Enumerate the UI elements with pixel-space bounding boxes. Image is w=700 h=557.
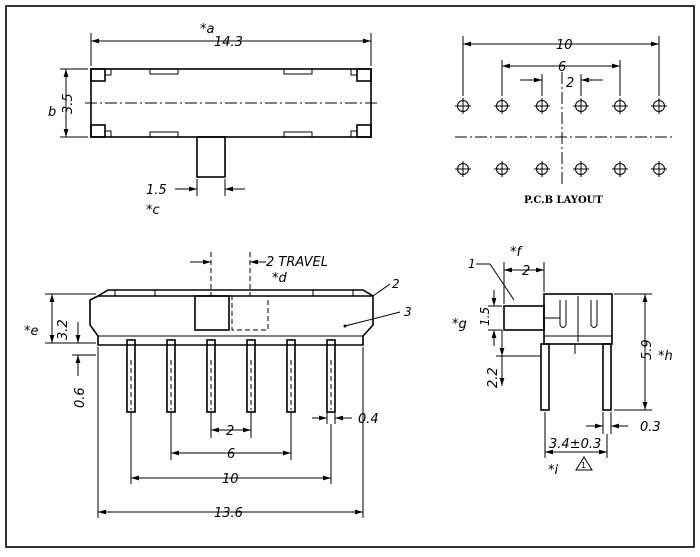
dim-d-label: *d [272,271,288,286]
pcb-pad-row-bottom [455,161,667,177]
dim-06-value: 0.6 [73,387,88,408]
dim-e-label: *e [24,324,39,339]
dim-g-label: *g [452,317,467,332]
svg-text:1: 1 [581,461,586,470]
top-view: *a 14.3 b 3.5 1.5 *c [48,22,380,218]
dim-f-value: 2 [522,264,530,279]
overall-13-6: 13.6 [214,506,243,521]
dim-g-value: 1.5 [478,307,492,326]
front-pitch-2: 2 [226,424,234,439]
pcb-pitch-outer: 10 [556,38,573,53]
side-view: 1 *f 2 1.5 *g 2.2 5.9 *h 0.3 [452,245,673,478]
callout-2: 2 [392,277,400,291]
drawing-border [5,5,695,548]
dim-f-label: *f [510,245,524,260]
front-view: 2 TRAVEL *d 2 3 *e 3.2 [24,252,412,521]
front-pitch-10: 10 [222,472,239,487]
pin-width: 0.4 [358,412,379,427]
dim-h-value: 5.9 [640,339,655,360]
dim-i-value: 3.4±0.3 [549,437,601,452]
dim-a-label: *a [200,22,215,37]
dim-22-value: 2.2 [486,367,501,388]
pcb-layout-caption: P.C.B LAYOUT [524,195,603,206]
side-view-actuator [503,305,545,331]
warning-triangle-icon: 1 [575,456,593,471]
travel-label: 2 TRAVEL [266,255,328,270]
pcb-pad-row-top [455,98,667,114]
dim-h-label: *h [658,349,673,364]
pcb-pitch-mid: 6 [558,60,566,75]
front-view-actuator [194,295,230,331]
pcb-layout: 10 6 2 P.C.B LAYOUT [455,36,672,206]
dim-b-label: b [48,105,56,120]
dim-e-value: 3.2 [56,319,71,340]
dim-a-value: 14.3 [214,35,243,50]
front-view-pins [126,339,336,413]
dim-c-label: *c [146,203,160,218]
top-view-actuator [196,136,226,178]
dim-i-label: *i [548,463,559,478]
dim-b-value: 3.5 [61,93,76,114]
front-pitch-6: 6 [227,447,235,462]
pcb-pitch-inner: 2 [566,76,574,91]
dim-c-value: 1.5 [146,183,167,198]
pin-03-value: 0.3 [640,420,661,435]
callout-3: 3 [404,305,412,319]
callout-1: 1 [468,257,476,271]
